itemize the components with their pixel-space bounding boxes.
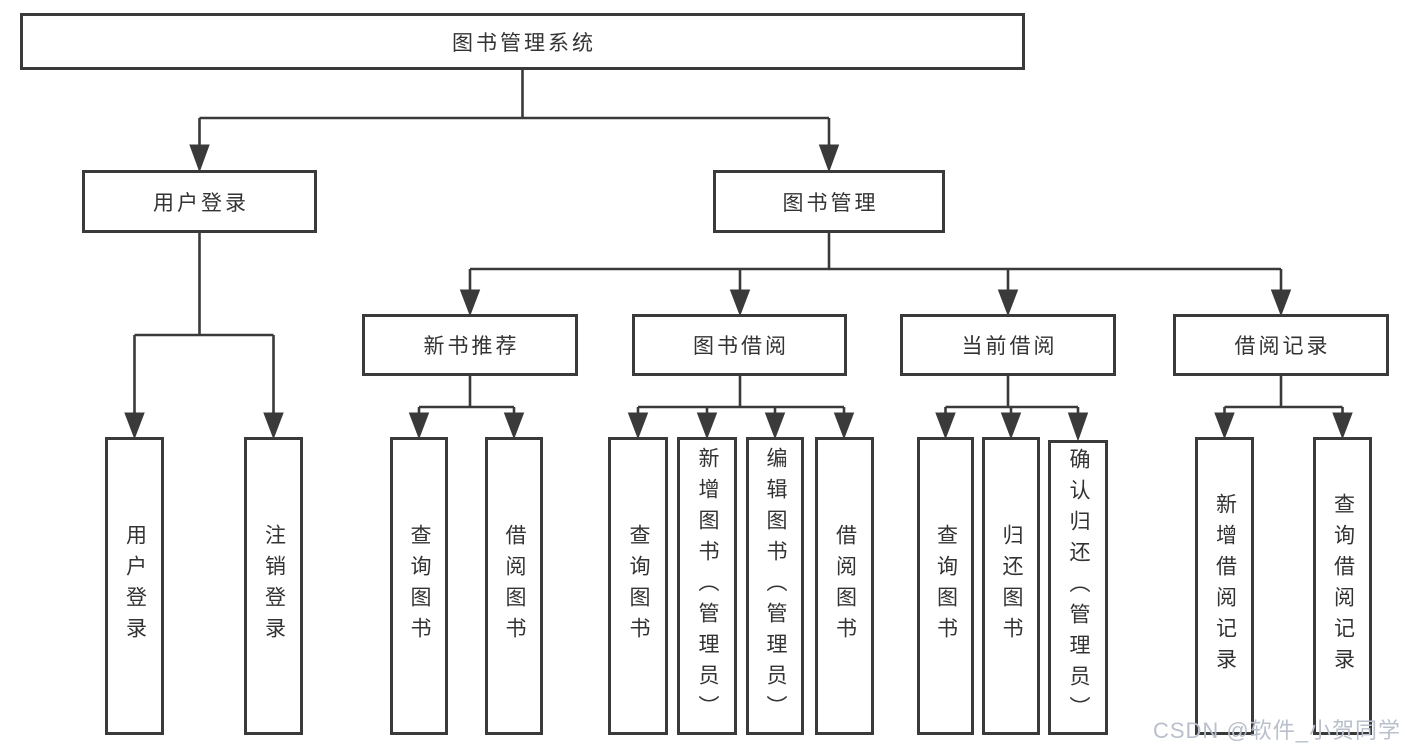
node-library-management-system: 图书管理系统 — [20, 13, 1025, 70]
leaf-query-books-borrowing: 查询图书 — [608, 437, 668, 735]
node-user-login: 用户登录 — [82, 170, 317, 233]
leaf-add-borrow-record: 新增借阅记录 — [1195, 437, 1254, 735]
node-new-book-recommend: 新书推荐 — [362, 314, 578, 376]
node-borrow-records: 借阅记录 — [1173, 314, 1389, 376]
leaf-return-books: 归还图书 — [982, 437, 1040, 735]
leaf-borrow-books-recommend: 借阅图书 — [485, 437, 543, 735]
node-book-management: 图书管理 — [713, 170, 945, 233]
node-current-borrowing: 当前借阅 — [900, 314, 1116, 376]
csdn-watermark: CSDN @软件_小贺同学 — [1152, 718, 1401, 743]
leaf-add-books-admin: 新增图书（管理员） — [677, 437, 737, 735]
leaf-query-books-current: 查询图书 — [917, 437, 974, 735]
leaf-query-books-recommend: 查询图书 — [390, 437, 448, 735]
leaf-user-login: 用户登录 — [105, 437, 164, 735]
leaf-edit-books-admin: 编辑图书（管理员） — [746, 437, 804, 735]
leaf-borrow-books-borrowing: 借阅图书 — [815, 437, 874, 735]
leaf-confirm-return-admin: 确认归还（管理员） — [1048, 440, 1108, 735]
leaf-query-borrow-record: 查询借阅记录 — [1313, 437, 1372, 735]
node-book-borrowing: 图书借阅 — [632, 314, 847, 376]
leaf-logout: 注销登录 — [244, 437, 303, 735]
